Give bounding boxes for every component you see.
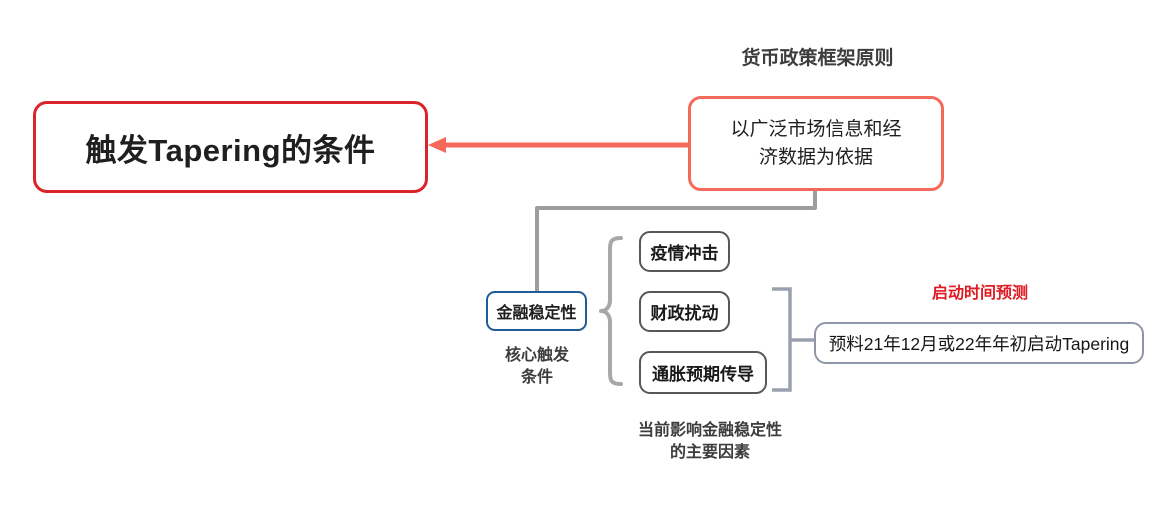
label-main-factors-line2: 的主要因素 bbox=[669, 443, 750, 461]
label-core-trigger-condition: 核心触发 条件 bbox=[477, 345, 597, 388]
node-root-trigger-conditions[interactable]: 触发Tapering的条件 bbox=[33, 101, 428, 193]
node-financial-stability[interactable]: 金融稳定性 bbox=[486, 291, 587, 331]
node-policy-basis[interactable]: 以广泛市场信息和经 济数据为依据 bbox=[688, 96, 944, 191]
bracket-factors-to-forecast bbox=[772, 287, 792, 392]
node-factor-inflation-expectation[interactable]: 通胀预期传导 bbox=[639, 351, 767, 394]
label-launch-time-forecast: 启动时间预测 bbox=[931, 285, 1028, 302]
label-core-trigger-line1: 核心触发 bbox=[504, 347, 569, 364]
label-main-factors-caption: 当前影响金融稳定性 的主要因素 bbox=[592, 420, 828, 463]
arrowhead-into-root bbox=[428, 137, 446, 153]
label-main-factors-line1: 当前影响金融稳定性 bbox=[637, 422, 782, 439]
node-policy-basis-line1: 以广泛市场信息和经 bbox=[730, 118, 902, 140]
node-factor-pandemic-shock[interactable]: 疫情冲击 bbox=[639, 231, 730, 272]
label-monetary-policy-framework: 货币政策框架原则 bbox=[741, 48, 894, 69]
node-policy-basis-line2: 济数据为依据 bbox=[758, 146, 873, 168]
node-tapering-forecast[interactable]: 预料21年12月或22年年初启动Tapering bbox=[814, 322, 1144, 364]
brace-stability-to-factors bbox=[599, 236, 623, 386]
label-core-trigger-line2: 条件 bbox=[520, 368, 553, 386]
node-policy-basis-text: 以广泛市场信息和经 济数据为依据 bbox=[730, 116, 901, 171]
node-factor-fiscal-disturbance[interactable]: 财政扰动 bbox=[639, 291, 730, 332]
